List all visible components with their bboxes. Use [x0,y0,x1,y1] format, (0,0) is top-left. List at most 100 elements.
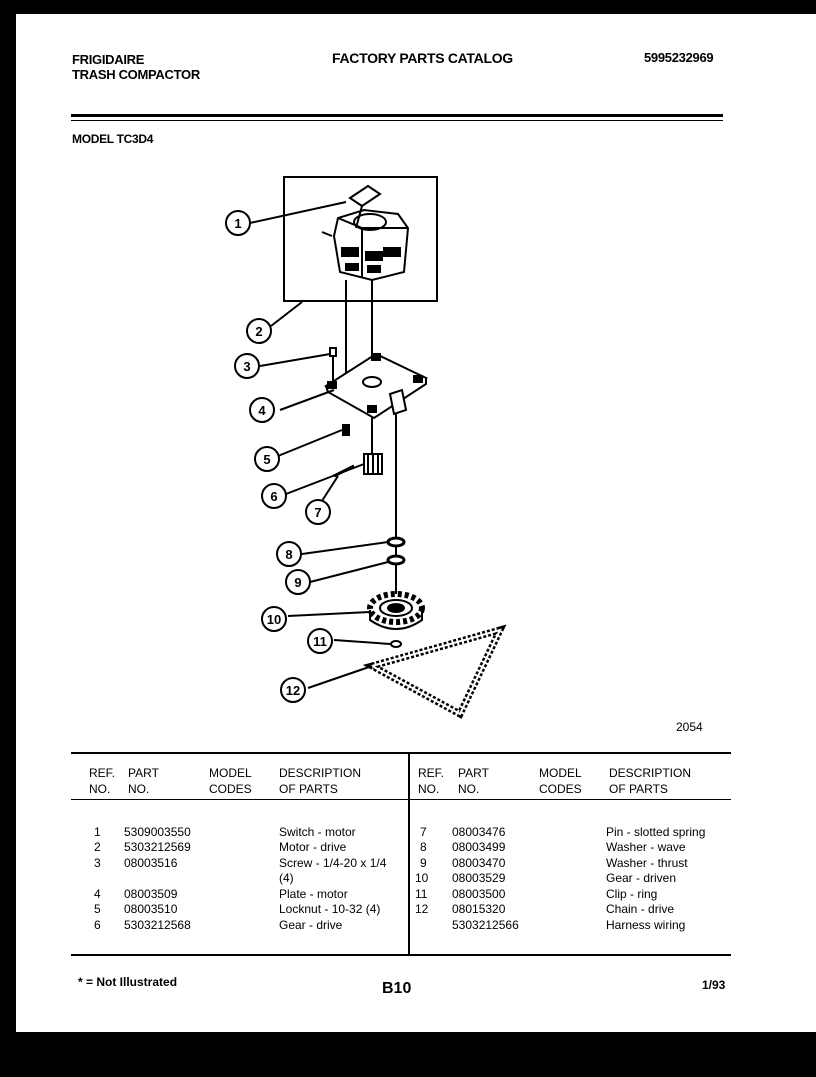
callout-9 [285,569,311,595]
clip-ring-illustration [390,640,402,648]
left-ref-3: 3 [94,856,101,870]
callout-label-1: 1 [234,216,241,231]
callout-label-4: 4 [258,403,266,418]
right-part-harness: 5303212566 [452,918,519,932]
exploded-parts-diagram: 1 2 3 4 5 6 7 8 9 10 11 12 [225,176,507,719]
header-rule-top [71,114,723,117]
page-number: B10 [382,980,412,997]
left-ref-4: 4 [94,887,101,901]
table-divider [408,754,410,954]
callout-7 [305,499,331,525]
right-desc-10: Gear - driven [606,871,677,885]
thrust-washer-illustration [386,554,406,566]
right-desc-11: Clip - ring [606,887,658,901]
figure-number: 2054 [676,720,703,734]
table-rule-bottom [71,954,731,956]
right-ref-10: 10 [415,871,429,885]
right-ref-7: 7 [420,825,427,839]
callout-label-9: 9 [294,575,301,590]
right-desc-12: Chain - drive [606,902,675,916]
left-desc-4: Plate - motor [279,887,348,901]
product-name: TRASH COMPACTOR [72,67,200,82]
model-label: MODEL TC3D4 [72,132,154,146]
callout-label-8: 8 [285,547,292,562]
right-part-12: 08015320 [452,902,506,916]
motor-plate-illustration [324,352,429,420]
left-desc-5: Locknut - 10-32 (4) [279,902,381,916]
left-part-5: 08003510 [124,902,178,916]
right-part-7: 08003476 [452,825,506,839]
revision-date: 1/93 [702,978,726,992]
callout-5 [254,446,280,472]
left-part-1: 5309003550 [124,825,191,839]
right-desc-8: Washer - wave [606,840,686,854]
callout-label-5: 5 [263,452,270,467]
right-ref-12: 12 [415,902,429,916]
left-desc-3: Screw - 1/4-20 x 1/4 [279,856,387,870]
callout-label-3: 3 [243,359,250,374]
right-desc-harness: Harness wiring [606,918,686,932]
callout-1 [225,210,251,236]
right-desc-7: Pin - slotted spring [606,825,706,839]
right-ref-9: 9 [420,856,427,870]
callout-label-2: 2 [255,324,262,339]
left-part-6: 5303212568 [124,918,191,932]
left-ref-1: 1 [94,825,101,839]
left-ref-6: 6 [94,918,101,932]
locknut-illustration [342,424,350,436]
callout-label-7: 7 [314,505,321,520]
callout-label-11: 11 [313,634,327,649]
wave-washer-illustration [386,536,406,548]
callout-label-10: 10 [267,612,281,627]
drive-motor-illustration [321,184,410,282]
right-part-8: 08003499 [452,840,506,854]
callout-4 [249,397,275,423]
brand-name: FRIGIDAIRE [72,52,145,67]
callout-11 [307,628,333,654]
right-ref-8: 8 [420,840,427,854]
callout-2 [246,318,272,344]
not-illustrated-note: * = Not Illustrated [78,975,178,989]
callout-label-6: 6 [270,489,277,504]
left-part-4: 08003509 [124,887,178,901]
left-part-3: 08003516 [124,856,178,870]
callout-8 [276,541,302,567]
callout-10 [261,606,287,632]
col-header-ref-right: REF.NO. [418,766,445,796]
driven-gear-illustration [367,591,425,630]
left-part-2: 5303212569 [124,840,191,854]
callout-label-12: 12 [286,683,300,698]
left-desc-1: Switch - motor [279,825,356,839]
right-ref-11: 11 [415,887,428,901]
right-part-10: 08003529 [452,871,506,885]
callout-leaders [249,201,391,689]
motor-outline-box [283,176,438,302]
callout-3 [234,353,260,379]
table-rule-top [71,752,731,754]
table-rule-header [71,799,731,800]
left-ref-5: 5 [94,902,101,916]
drive-gear-illustration [363,453,383,475]
right-desc-9: Washer - thrust [606,856,688,870]
callout-numbers: 1 2 3 4 5 6 7 8 9 10 11 12 [234,216,326,698]
callout-6 [261,483,287,509]
col-header-ref-left: REF.NO. [89,766,116,796]
callout-circles [225,210,333,703]
catalog-page: FRIGIDAIRE TRASH COMPACTOR FACTORY PARTS… [16,14,816,1032]
right-part-9: 08003470 [452,856,506,870]
left-ref-2: 2 [94,840,101,854]
callout-12 [280,677,306,703]
right-part-11: 08003500 [452,887,506,901]
catalog-number: 5995232969 [644,50,714,65]
left-desc-3b: (4) [279,871,294,885]
left-desc-2: Motor - drive [279,840,347,854]
header-rule-bottom [71,120,723,121]
left-desc-6: Gear - drive [279,918,343,932]
catalog-title: FACTORY PARTS CATALOG [332,50,513,66]
